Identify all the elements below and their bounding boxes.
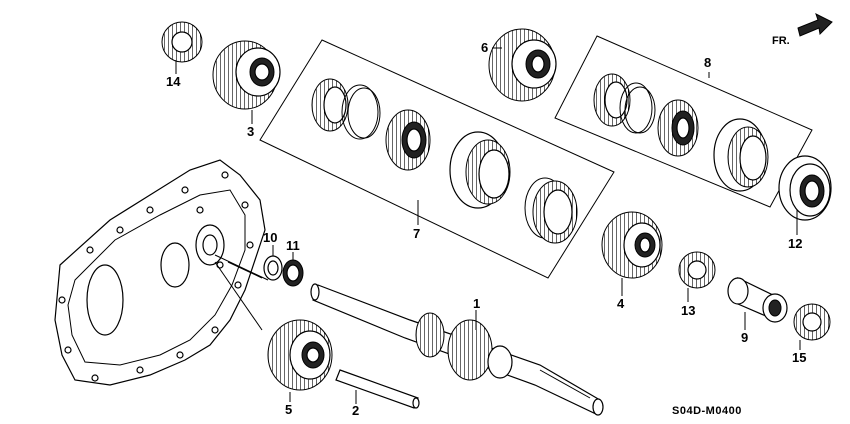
ball-bearing-12 (778, 155, 832, 221)
pin-2 (335, 369, 420, 409)
synchro-assembly-7 (311, 78, 578, 244)
callout-10: 10 (263, 230, 277, 245)
callout-1: 1 (473, 296, 480, 311)
callout-15: 15 (792, 350, 806, 365)
callout-9: 9 (741, 330, 748, 345)
group-box-8 (554, 35, 813, 208)
callout-4: 4 (617, 296, 625, 311)
washer-11 (282, 259, 304, 287)
callout-14: 14 (166, 74, 181, 89)
callout-12: 12 (788, 236, 802, 251)
callout-2: 2 (352, 403, 359, 418)
callout-7: 7 (413, 226, 420, 241)
gear-3 (212, 40, 281, 110)
callout-3: 3 (247, 124, 254, 139)
synchro-assembly-8 (593, 73, 769, 192)
callout-11: 11 (286, 238, 300, 253)
gear-4 (601, 211, 663, 279)
needle-bearing-13 (678, 251, 716, 289)
needle-bearing-14 (161, 21, 203, 63)
callout-5: 5 (285, 402, 292, 417)
washer-10 (263, 255, 283, 281)
callout-13: 13 (681, 303, 695, 318)
callout-8: 8 (704, 55, 711, 70)
collar-9 (727, 277, 788, 323)
needle-bearing-15 (793, 303, 831, 341)
part-code: S04D-M0400 (672, 405, 742, 417)
transmission-case (54, 159, 266, 386)
gear-5 (267, 319, 333, 391)
front-label: FR. (772, 35, 790, 47)
mainshaft-1 (310, 283, 604, 416)
leader-lines (175, 47, 801, 404)
callout-6: 6 (481, 40, 488, 55)
gear-6 (488, 28, 557, 102)
front-arrow (797, 13, 833, 37)
group-box-7 (259, 39, 615, 279)
